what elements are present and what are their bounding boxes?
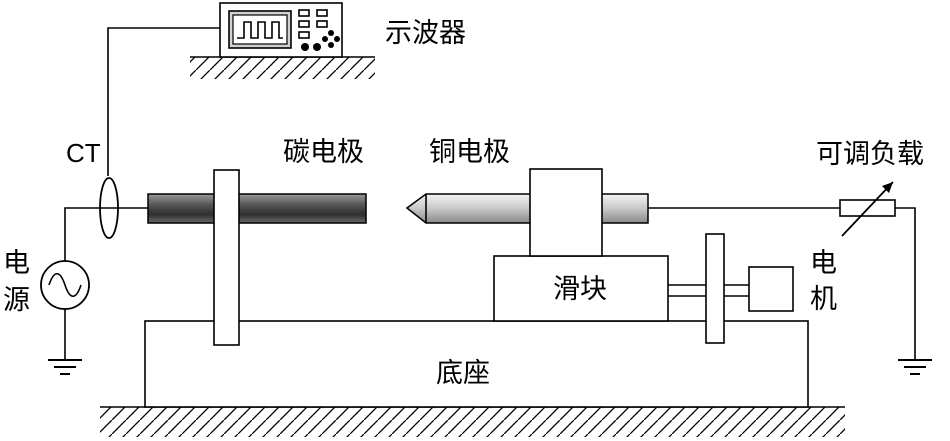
- carbon-support-plate: [213, 169, 240, 346]
- ground-icon: [898, 359, 932, 375]
- motor-block: [748, 266, 794, 312]
- oscilloscope-label: 示波器: [385, 18, 466, 49]
- base-label: 底座: [436, 358, 490, 389]
- load-ground-wire: [895, 207, 916, 360]
- variable-load-label: 可调负载: [816, 139, 924, 170]
- slider-block: [493, 255, 669, 322]
- floor-hatching: [100, 406, 845, 437]
- ac-source-icon: [40, 260, 90, 310]
- oscilloscope-lead: [107, 27, 220, 176]
- oscilloscope-ground: [190, 56, 375, 79]
- motor-support-plate: [705, 233, 725, 344]
- motor-char-2: 机: [810, 284, 837, 315]
- current-transformer-icon: [99, 177, 119, 239]
- ct-label: CT: [66, 138, 101, 168]
- ground-icon: [48, 359, 82, 375]
- variable-resistor-icon: [839, 181, 896, 237]
- oscilloscope-icon: [219, 2, 343, 58]
- motor-char-1: 电: [810, 248, 837, 279]
- source-wire-top: [64, 207, 150, 262]
- power-supply-char-1: 电: [3, 248, 30, 279]
- power-supply-char-2: 源: [3, 285, 30, 316]
- copper-holder: [529, 168, 603, 257]
- carbon-electrode-label: 碳电极: [283, 137, 364, 168]
- copper-electrode: [405, 193, 649, 224]
- copper-electrode-label: 铜电极: [429, 137, 510, 168]
- carbon-electrode: [147, 193, 367, 224]
- slider-label: 滑块: [553, 274, 607, 305]
- base-block: [144, 320, 809, 408]
